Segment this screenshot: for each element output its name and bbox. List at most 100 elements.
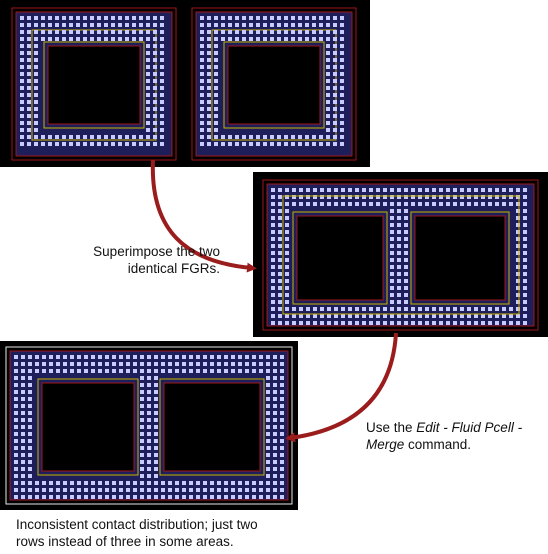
contact-via	[41, 135, 45, 139]
contact-via	[41, 16, 45, 20]
contact-via	[69, 142, 73, 146]
contact-via	[104, 23, 108, 27]
contact-via	[516, 314, 520, 318]
contact-via	[333, 65, 337, 69]
contact-via	[214, 86, 218, 90]
contact-via	[390, 279, 394, 283]
contact-via	[28, 418, 32, 422]
contact-via	[175, 369, 179, 373]
contact-via	[21, 355, 25, 359]
contact-via	[266, 390, 270, 394]
contact-via	[340, 58, 344, 62]
contact-via	[285, 230, 289, 234]
contact-via	[446, 188, 450, 192]
contact-via	[280, 397, 284, 401]
contact-via	[292, 202, 296, 206]
contact-via	[14, 446, 18, 450]
contact-via	[161, 488, 165, 492]
contact-via	[271, 307, 275, 311]
contact-via	[210, 488, 214, 492]
contact-via	[238, 495, 242, 499]
contact-via	[333, 107, 337, 111]
contact-via	[160, 121, 164, 125]
contact-via	[266, 439, 270, 443]
contact-via	[28, 362, 32, 366]
contact-via	[83, 142, 87, 146]
inner-boundary-right	[410, 211, 510, 305]
contact-via	[235, 135, 239, 139]
contact-via	[105, 355, 109, 359]
contact-via	[132, 142, 136, 146]
contact-via	[348, 314, 352, 318]
contact-via	[299, 188, 303, 192]
contact-via	[56, 362, 60, 366]
contact-via	[27, 44, 31, 48]
contact-via	[397, 307, 401, 311]
contact-via	[224, 481, 228, 485]
contact-via	[263, 37, 267, 41]
contact-via	[397, 272, 401, 276]
contact-via	[21, 376, 25, 380]
contact-via	[312, 37, 316, 41]
contact-via	[14, 425, 18, 429]
contact-via	[334, 195, 338, 199]
contact-via	[397, 195, 401, 199]
contact-via	[280, 369, 284, 373]
contact-via	[299, 314, 303, 318]
contact-via	[383, 307, 387, 311]
contact-via	[523, 314, 527, 318]
contact-via	[76, 30, 80, 34]
contact-via	[27, 79, 31, 83]
contact-via	[249, 37, 253, 41]
contact-via	[21, 418, 25, 422]
contact-via	[467, 188, 471, 192]
contact-via	[390, 251, 394, 255]
contact-via	[285, 188, 289, 192]
contact-via	[189, 362, 193, 366]
contact-via	[245, 488, 249, 492]
contact-via	[495, 314, 499, 318]
contact-via	[270, 16, 274, 20]
contact-via	[362, 202, 366, 206]
contact-via	[285, 251, 289, 255]
contact-via	[98, 488, 102, 492]
contact-via	[182, 369, 186, 373]
contact-via	[168, 362, 172, 366]
contact-via	[285, 293, 289, 297]
contact-via	[14, 418, 18, 422]
contact-via	[146, 65, 150, 69]
contact-via	[168, 495, 172, 499]
contact-via	[34, 135, 38, 139]
caption-merge-command: Use the Edit - Fluid Pcell - Merge comma…	[366, 419, 546, 453]
contact-via	[263, 16, 267, 20]
contact-via	[207, 58, 211, 62]
contact-via	[397, 279, 401, 283]
contact-via	[140, 355, 144, 359]
contact-via	[196, 362, 200, 366]
contact-via	[48, 16, 52, 20]
contact-via	[334, 307, 338, 311]
contact-via	[273, 369, 277, 373]
contact-via	[333, 100, 337, 104]
contact-via	[161, 495, 165, 499]
contact-via	[126, 355, 130, 359]
contact-via	[147, 488, 151, 492]
contact-via	[453, 314, 457, 318]
contact-via	[481, 321, 485, 325]
contact-via	[118, 30, 122, 34]
contact-via	[390, 216, 394, 220]
contact-via	[273, 495, 277, 499]
contact-via	[333, 142, 337, 146]
contact-via	[146, 135, 150, 139]
contact-via	[21, 404, 25, 408]
contact-via	[147, 481, 151, 485]
contact-via	[256, 30, 260, 34]
contact-via	[90, 16, 94, 20]
contact-via	[140, 376, 144, 380]
contact-via	[411, 202, 415, 206]
contact-via	[217, 355, 221, 359]
contact-via	[259, 481, 263, 485]
inner-boundary-left	[292, 211, 388, 305]
contact-via	[91, 355, 95, 359]
contact-via	[175, 488, 179, 492]
